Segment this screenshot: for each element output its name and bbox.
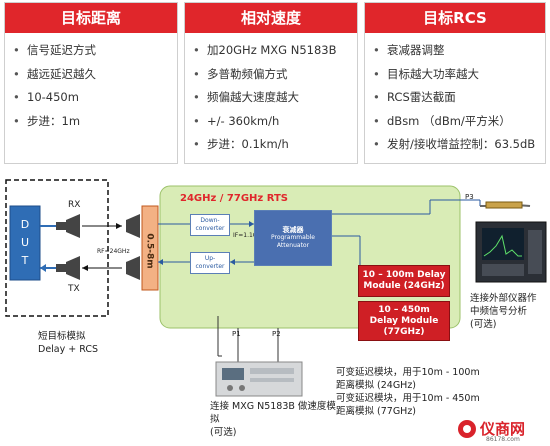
dut-block bbox=[9, 205, 41, 281]
up-converter-label: Up- converter bbox=[195, 255, 225, 270]
delay-module-24ghz: 10 – 100m Delay Module (24GHz) bbox=[358, 265, 450, 297]
ext-caption-line1: 连接外部仪器作 bbox=[470, 293, 537, 304]
p3-cable-icon bbox=[485, 201, 523, 209]
panel-title: 目标RCS bbox=[365, 3, 545, 33]
tx-label: TX bbox=[68, 284, 80, 294]
delay-module-caption: 可变延迟模块，用于10m - 100m 距离模拟 (24GHz) 可变延迟模块，… bbox=[336, 366, 480, 418]
dut-enclosure bbox=[5, 179, 109, 317]
delay-77-line1: 10 – 450m bbox=[378, 304, 430, 315]
if-label: IF=1.1GHz bbox=[233, 232, 266, 239]
dut-letter: D bbox=[21, 218, 29, 231]
watermark-text: 仪商网 bbox=[480, 420, 526, 438]
watermark-url: 86178.com bbox=[486, 436, 520, 443]
list-item: 加20GHz MXG N5183B bbox=[193, 39, 357, 63]
short-target-line2: Delay + RCS bbox=[38, 344, 99, 355]
mxg-caption-line1: 连接 MXG N5183B 做速度模 bbox=[210, 401, 336, 412]
list-item: 衰减器调整 bbox=[373, 39, 545, 63]
delay-caption-line4: 距离模拟 (77GHz) bbox=[336, 406, 417, 417]
delay-77-line2: Delay Module bbox=[369, 315, 439, 326]
rx-antenna-icon bbox=[66, 214, 80, 238]
short-target-line1: 短目标模拟 bbox=[38, 331, 86, 342]
list-item: 越远延迟越久 bbox=[13, 63, 177, 87]
delay-module-77ghz: 10 – 450m Delay Module (77GHz) bbox=[358, 301, 450, 341]
attenuator-cn-label: 衰减器 bbox=[282, 226, 304, 234]
attenuator-block: 衰减器 Programmable Attenuator bbox=[254, 210, 332, 266]
list-item: 目标越大功率越大 bbox=[373, 63, 545, 87]
delay-caption-line2: 距离模拟 (24GHz) bbox=[336, 380, 417, 391]
short-target-caption: 短目标模拟 Delay + RCS bbox=[38, 330, 98, 356]
distance-label: 0.5-8m bbox=[144, 233, 155, 269]
dut-letter: U bbox=[21, 236, 29, 249]
delay-77-line3: (77GHz) bbox=[383, 326, 425, 337]
mxg-caption-line2: 拟 bbox=[210, 414, 220, 425]
ext-caption-line3: (可选) bbox=[470, 319, 497, 330]
panel-list: 衰减器调整 目标越大功率越大 RCS雷达截面 dBsm （dBm/平方米） 发射… bbox=[365, 33, 545, 157]
list-item: 信号延迟方式 bbox=[13, 39, 177, 63]
p1-label: P1 bbox=[232, 330, 241, 338]
delay-caption-line1: 可变延迟模块，用于10m - 100m bbox=[336, 367, 480, 378]
p2-label: P2 bbox=[272, 330, 281, 338]
delay-caption-line3: 可变延迟模块，用于10m - 450m bbox=[336, 393, 480, 404]
panel-list: 信号延迟方式 越远延迟越久 10-450m 步进：1m bbox=[5, 33, 177, 133]
list-item: 发射/接收增益控制：63.5dB bbox=[373, 133, 545, 157]
dut-letter: T bbox=[21, 254, 29, 267]
rx-label: RX bbox=[68, 200, 81, 210]
down-converter-label: Down- converter bbox=[195, 217, 225, 232]
ext-caption-line2: 中频信号分析 bbox=[470, 306, 528, 317]
panel-list: 加20GHz MXG N5183B 多普勒频偏方式 频偏越大速度越大 +/- 3… bbox=[185, 33, 357, 157]
mxg-caption-line3: (可选) bbox=[210, 427, 237, 438]
list-item: dBsm （dBm/平方米） bbox=[373, 110, 545, 134]
list-item: 步进：0.1km/h bbox=[193, 133, 357, 157]
delay-24-line1: 10 – 100m Delay bbox=[362, 270, 446, 280]
list-item: RCS雷达截面 bbox=[373, 86, 545, 110]
panel-title: 目标距离 bbox=[5, 3, 177, 33]
rf-label: RF=24GHz bbox=[97, 248, 130, 255]
list-item: 多普勒频偏方式 bbox=[193, 63, 357, 87]
rts-tx-antenna-icon bbox=[126, 256, 140, 280]
delay-24-line2: Module (24GHz) bbox=[363, 281, 445, 291]
p3-label: P3 bbox=[465, 193, 474, 201]
list-item: 频偏越大速度越大 bbox=[193, 86, 357, 110]
down-converter-block: Down- converter bbox=[190, 214, 230, 236]
rts-rx-antenna-icon bbox=[126, 214, 140, 238]
panel-target-rcs: 目标RCS 衰减器调整 目标越大功率越大 RCS雷达截面 dBsm （dBm/平… bbox=[364, 2, 546, 164]
external-instrument-caption: 连接外部仪器作 中频信号分析 (可选) bbox=[470, 292, 537, 331]
panel-title: 相对速度 bbox=[185, 3, 357, 33]
panel-relative-speed: 相对速度 加20GHz MXG N5183B 多普勒频偏方式 频偏越大速度越大 … bbox=[184, 2, 358, 164]
panel-target-distance: 目标距离 信号延迟方式 越远延迟越久 10-450m 步进：1m bbox=[4, 2, 178, 164]
up-converter-block: Up- converter bbox=[190, 252, 230, 274]
list-item: 10-450m bbox=[13, 86, 177, 110]
distance-bar bbox=[141, 205, 159, 291]
attenuator-en-label: Programmable Attenuator bbox=[270, 234, 315, 249]
rts-band-title: 24GHz / 77GHz RTS bbox=[180, 193, 288, 204]
list-item: +/- 360km/h bbox=[193, 110, 357, 134]
list-item: 步进：1m bbox=[13, 110, 177, 134]
tx-antenna-icon bbox=[66, 256, 80, 280]
mxg-caption: 连接 MXG N5183B 做速度模 拟 (可选) bbox=[210, 400, 336, 439]
